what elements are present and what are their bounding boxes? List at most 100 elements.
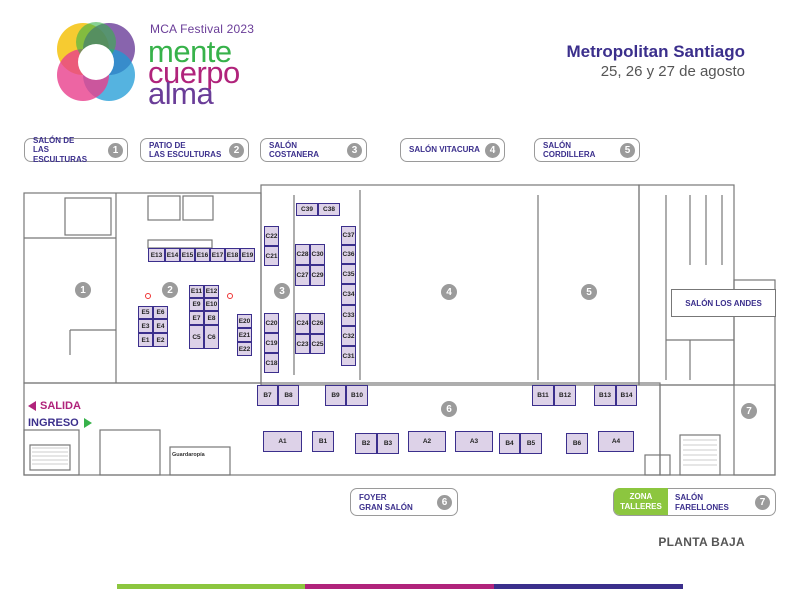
booth-e15[interactable]: E15 — [180, 248, 195, 262]
booth-e14[interactable]: E14 — [165, 248, 180, 262]
booth-b13[interactable]: B13 — [594, 385, 616, 406]
ingreso-label: INGRESO — [28, 417, 79, 429]
foyer-line2: GRAN SALÓN — [359, 502, 413, 512]
booth-b4[interactable]: B4 — [499, 433, 520, 454]
booth-e10[interactable]: E10 — [204, 298, 219, 311]
booth-c28[interactable]: C28 — [295, 244, 310, 265]
booth-e11[interactable]: E11 — [189, 285, 204, 298]
booth-c19[interactable]: C19 — [264, 333, 279, 353]
footer-bar-purple — [494, 584, 683, 589]
booth-e2[interactable]: E2 — [153, 333, 168, 347]
booth-b5[interactable]: B5 — [520, 433, 542, 454]
ingreso-arrow-icon — [84, 418, 92, 428]
booth-c31[interactable]: C31 — [341, 346, 356, 366]
booth-a1[interactable]: A1 — [263, 431, 302, 452]
booth-b7[interactable]: B7 — [257, 385, 278, 406]
map-marker-4[interactable]: 4 — [441, 284, 457, 300]
booth-a2[interactable]: A2 — [408, 431, 446, 452]
booth-b14[interactable]: B14 — [616, 385, 637, 406]
booth-e16[interactable]: E16 — [195, 248, 210, 262]
booth-c24[interactable]: C24 — [295, 313, 310, 334]
map-marker-1[interactable]: 1 — [75, 282, 91, 298]
booth-e12[interactable]: E12 — [204, 285, 219, 298]
booth-b3[interactable]: B3 — [377, 433, 399, 454]
booth-c38[interactable]: C38 — [318, 203, 340, 216]
map-marker-6[interactable]: 6 — [441, 401, 457, 417]
booth-e9[interactable]: E9 — [189, 298, 204, 311]
hall-number-badge: 4 — [485, 143, 500, 158]
floor-level-label: PLANTA BAJA — [658, 535, 745, 549]
booth-c6[interactable]: C6 — [204, 325, 219, 349]
map-marker-5[interactable]: 5 — [581, 284, 597, 300]
booth-c39[interactable]: C39 — [296, 203, 318, 216]
booth-c32[interactable]: C32 — [341, 326, 356, 346]
booth-e5[interactable]: E5 — [138, 306, 153, 319]
footer-bar-green — [117, 584, 305, 589]
booth-e20[interactable]: E20 — [237, 314, 252, 328]
booth-e22[interactable]: E22 — [237, 342, 252, 356]
salida-label: SALIDA — [40, 400, 81, 412]
farellones-line2: FARELLONES — [675, 502, 729, 512]
map-marker-2[interactable]: 2 — [162, 282, 178, 298]
booth-e7[interactable]: E7 — [189, 311, 204, 325]
booth-b8[interactable]: B8 — [278, 385, 299, 406]
booth-c26[interactable]: C26 — [310, 313, 325, 334]
booth-b9[interactable]: B9 — [325, 385, 346, 406]
booth-b6[interactable]: B6 — [566, 433, 588, 454]
booth-e4[interactable]: E4 — [153, 319, 168, 333]
booth-e8[interactable]: E8 — [204, 311, 219, 325]
booth-c34[interactable]: C34 — [341, 284, 356, 305]
hall-number-badge: 2 — [229, 143, 244, 158]
booth-e13[interactable]: E13 — [148, 248, 165, 262]
booth-c30[interactable]: C30 — [310, 244, 325, 265]
booth-a3[interactable]: A3 — [455, 431, 493, 452]
booth-e3[interactable]: E3 — [138, 319, 153, 333]
booth-b1[interactable]: B1 — [312, 431, 334, 452]
hall-label-line2: LAS ESCULTURAS — [33, 145, 88, 164]
booth-c35[interactable]: C35 — [341, 264, 356, 284]
guardaropia-label: Guardaropía — [172, 452, 205, 458]
booth-b2[interactable]: B2 — [355, 433, 377, 454]
hall-label-line1: SALÓN DE — [33, 135, 75, 145]
hall-label-line1: SALÓN VITACURA — [409, 145, 480, 155]
venue-city: Metropolitan Santiago — [566, 42, 746, 61]
event-dates: 25, 26 y 27 de agosto — [600, 63, 745, 80]
booth-c25[interactable]: C25 — [310, 334, 325, 354]
booth-c5[interactable]: C5 — [189, 325, 204, 349]
booth-c27[interactable]: C27 — [295, 265, 310, 286]
booth-e17[interactable]: E17 — [210, 248, 225, 262]
booth-c18[interactable]: C18 — [264, 353, 279, 373]
logo-festival-year: MCA Festival 2023 — [150, 22, 255, 36]
booth-c29[interactable]: C29 — [310, 265, 325, 286]
booth-c20[interactable]: C20 — [264, 313, 279, 333]
booth-b10[interactable]: B10 — [346, 385, 368, 406]
hall-label-line2: LAS ESCULTURAS — [149, 150, 222, 159]
booth-e1[interactable]: E1 — [138, 333, 153, 347]
hall-label-4[interactable]: SALÓN VITACURA 4 — [400, 138, 505, 162]
salon-los-andes-label[interactable]: SALÓN LOS ANDES — [671, 289, 776, 317]
booth-c37[interactable]: C37 — [341, 226, 356, 245]
booth-e18[interactable]: E18 — [225, 248, 240, 262]
booth-c21[interactable]: C21 — [264, 246, 279, 266]
logo-flower-icon — [57, 22, 135, 101]
map-marker-3[interactable]: 3 — [274, 283, 290, 299]
booth-b11[interactable]: B11 — [532, 385, 554, 406]
map-marker-7[interactable]: 7 — [741, 403, 757, 419]
booth-e19[interactable]: E19 — [240, 248, 255, 262]
hall-label-line1: PATIO DE — [149, 140, 186, 150]
booth-a4[interactable]: A4 — [598, 431, 634, 452]
booth-c22[interactable]: C22 — [264, 226, 279, 246]
booth-b12[interactable]: B12 — [554, 385, 576, 406]
booth-c23[interactable]: C23 — [295, 334, 310, 354]
booth-e6[interactable]: E6 — [153, 306, 168, 319]
booth-e21[interactable]: E21 — [237, 328, 252, 342]
booth-c36[interactable]: C36 — [341, 245, 356, 264]
salida-arrow-icon — [28, 401, 36, 411]
foyer-label[interactable]: FOYER GRAN SALÓN 6 — [350, 488, 458, 516]
booth-c33[interactable]: C33 — [341, 305, 356, 326]
